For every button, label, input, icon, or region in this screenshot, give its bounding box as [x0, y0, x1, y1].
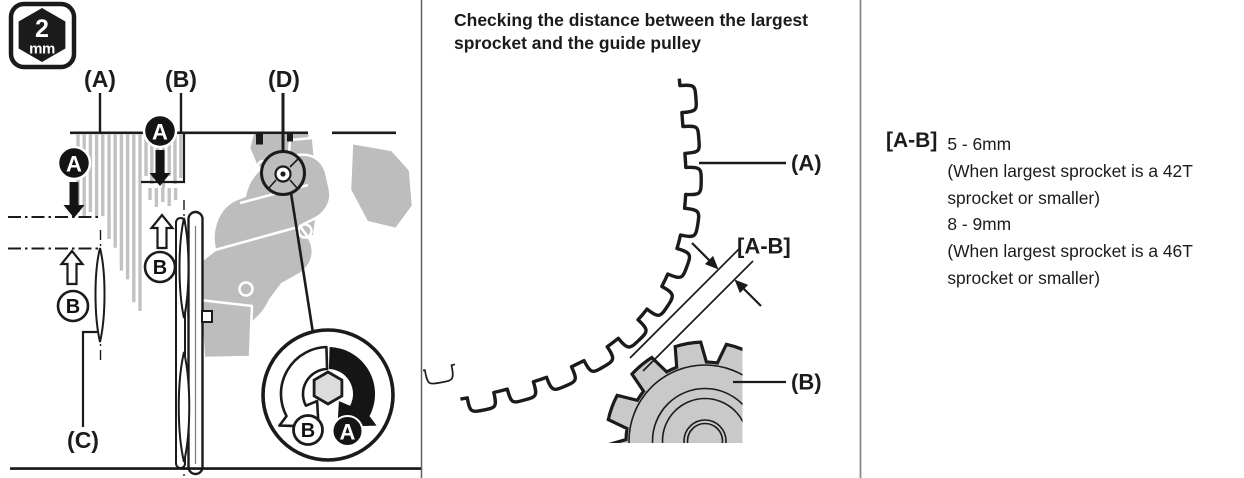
up-arrow-outline: [149, 213, 175, 250]
down-arrow: [63, 182, 85, 218]
spec-condition-46t-cont: sprocket or smaller): [947, 267, 1100, 288]
label-second-sprocket-position: (B): [165, 66, 197, 92]
label-guide-pulley: (B): [791, 370, 822, 395]
spec-block: [A-B] 5 - 6mm (When largest sprocket is …: [886, 129, 1193, 292]
guide-pulley-gear: [606, 340, 743, 443]
svg-text:B: B: [301, 420, 315, 442]
mount-tab: [287, 133, 293, 142]
svg-text:B: B: [153, 257, 167, 279]
distance-dimension: [629, 242, 762, 372]
label-adjustment-screw: (D): [268, 66, 300, 92]
guide-pulley-profile: [178, 217, 190, 319]
cassette-sprockets: [423, 78, 703, 413]
label-guide-pulley-left: (C): [67, 427, 99, 453]
sprocket-body: [423, 137, 638, 351]
svg-text:A: A: [340, 420, 356, 445]
tension-pulley-profile: [94, 247, 106, 343]
pulley-ring: [661, 397, 743, 443]
pulley-ring: [683, 419, 727, 443]
spec-range-46t: 8 - 9mm: [947, 214, 1012, 235]
spec-condition-46t: (When largest sprocket is a 46T: [947, 241, 1193, 262]
derailleur-side-view-diagram: (A) (B) (D) (C) A A B B: [8, 1, 415, 477]
clockwise-arrow: [328, 347, 377, 427]
loosen-direction-badge: B: [292, 414, 324, 446]
label-largest-sprocket: (A): [791, 151, 822, 176]
sprocket-body: [423, 102, 671, 384]
loosen-direction-badge: B: [143, 250, 177, 284]
svg-text:B: B: [66, 296, 80, 318]
down-arrow: [149, 150, 171, 186]
tension-pulley-profile: [177, 351, 191, 463]
svg-text:A: A: [66, 152, 82, 177]
section-title: Checking the distance between the larges…: [454, 10, 808, 54]
spec-distance-label: [A-B]: [886, 129, 938, 152]
spec-values: 5 - 6mm (When largest sprocket is a 42T …: [947, 129, 1193, 292]
loosen-direction-badge: B: [56, 289, 90, 323]
up-arrow-outline: [59, 249, 85, 286]
pulley-ring: [651, 387, 743, 443]
label-largest-sprocket-position: (A): [84, 66, 116, 92]
counterclockwise-arrow: [278, 345, 329, 428]
b-tension-screw-callout: [260, 150, 306, 196]
tool-size-value: 2: [35, 15, 49, 43]
tighten-direction-badge: A: [331, 415, 364, 447]
screw-rotation-detail: B A: [261, 328, 395, 462]
derailleur-cage: [175, 200, 213, 477]
tighten-direction-badge: A: [56, 145, 92, 181]
pulley-ring: [686, 422, 724, 443]
allen-key-size-icon: 2 mm: [8, 1, 77, 70]
label-distance: [A-B]: [737, 234, 791, 259]
pulley-ring: [628, 364, 743, 443]
tool-size-unit: mm: [29, 41, 55, 58]
hex-socket-icon: [312, 370, 344, 406]
spec-condition-42t-cont: sprocket or smaller): [947, 187, 1100, 208]
sprocket-teeth-edge: [460, 78, 703, 413]
svg-text:A: A: [152, 120, 168, 145]
spec-range-42t: 5 - 6mm: [947, 134, 1012, 154]
label-c-leader: [81, 330, 97, 427]
sprocket-pulley-distance-diagram: (A) [A-B] (B): [423, 78, 822, 443]
sprocket-body: [451, 78, 702, 412]
hatch-bracket: [141, 134, 186, 184]
callout-connector: [289, 192, 315, 334]
tighten-direction-badge: A: [142, 113, 178, 149]
spec-condition-42t: (When largest sprocket is a 42T: [947, 160, 1193, 181]
mount-tab: [256, 133, 263, 145]
